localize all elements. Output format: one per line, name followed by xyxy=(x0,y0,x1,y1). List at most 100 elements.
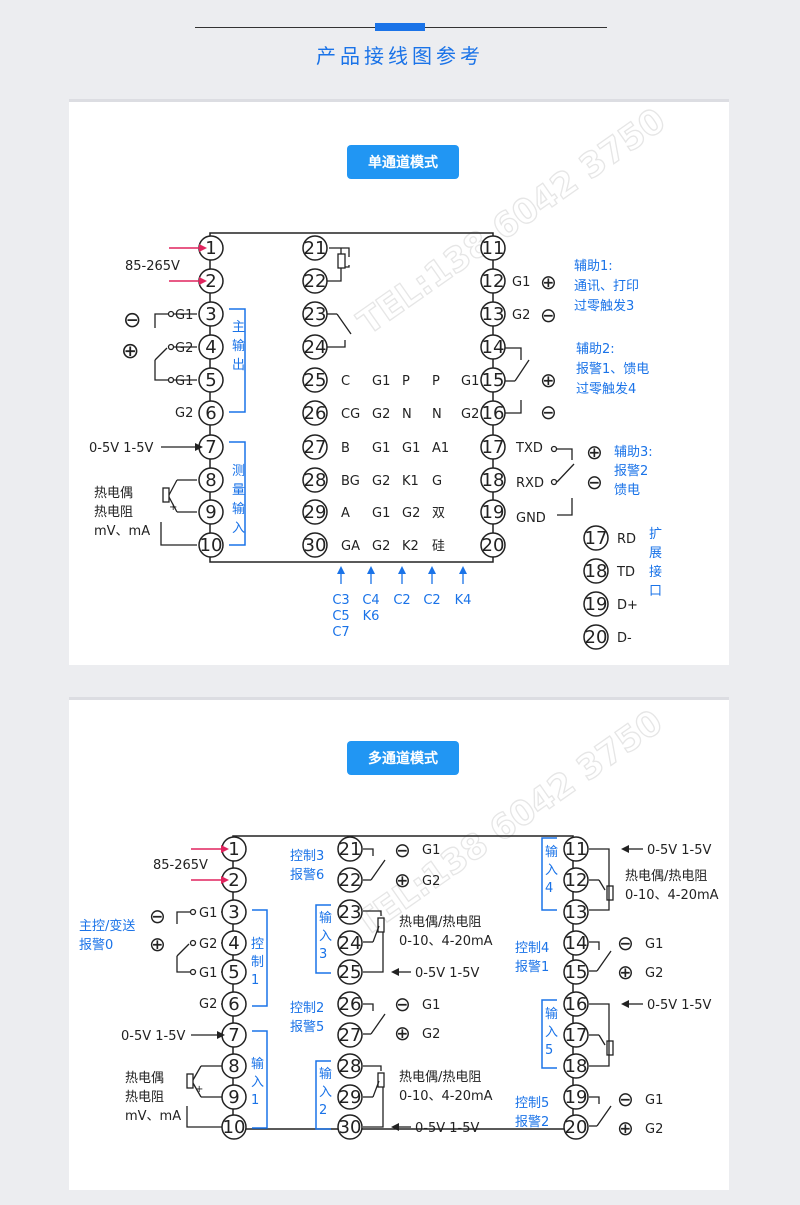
plus-symbol: ⊕ xyxy=(149,932,166,956)
pin-17: 17 xyxy=(563,1022,589,1048)
input4-ma: 0-10、4-20mA xyxy=(625,888,719,903)
input2-analog: 0-5V 1-5V xyxy=(415,1121,479,1136)
mid-label: N xyxy=(402,407,412,422)
pin-number: 14 xyxy=(565,933,588,954)
pin-number: 25 xyxy=(339,962,362,983)
main-ctrl-label: 主控/变送报警0 xyxy=(79,918,135,953)
pin-number: 16 xyxy=(565,994,588,1015)
mid-label: B xyxy=(341,441,350,456)
ctrl3-g1: G1 xyxy=(422,843,440,858)
pin-21: 21 xyxy=(302,235,328,261)
pin-number: 16 xyxy=(482,403,505,424)
aux2-label: 辅助2:报警1、馈电过零触发4 xyxy=(576,342,649,397)
aux1-plus: ⊕ xyxy=(540,270,557,294)
ctrl4-g1: G1 xyxy=(645,937,663,952)
pin-24: 24 xyxy=(337,930,363,956)
power-label: 85-265V xyxy=(153,858,208,873)
mid-label: C xyxy=(341,374,350,389)
pin-number: 19 xyxy=(482,502,505,523)
analog-input-label: 0-5V 1-5V xyxy=(89,441,153,456)
pin-number: 4 xyxy=(228,933,239,954)
pin-number: 6 xyxy=(205,403,216,424)
pin-number: 9 xyxy=(228,1087,239,1108)
pin-number: 13 xyxy=(565,902,588,923)
pin-number: 11 xyxy=(482,238,505,259)
mid-label: K2 xyxy=(402,539,419,554)
pin-12: 12 xyxy=(563,867,589,893)
pin-19: 19 xyxy=(563,1084,589,1110)
input5-wiring xyxy=(589,1003,614,1067)
pin-number: 28 xyxy=(304,470,327,491)
power-input-arrows xyxy=(191,845,229,884)
pin-13: 13 xyxy=(563,899,589,925)
pin-5: 5 xyxy=(221,959,247,985)
aux1-g2: G2 xyxy=(512,308,530,323)
pin-22: 22 xyxy=(302,268,328,294)
pin-number: 17 xyxy=(482,437,505,458)
ext-pin-label: D+ xyxy=(617,598,638,613)
pin-12: 12 xyxy=(480,268,506,294)
mid-label: 双 xyxy=(432,506,445,521)
pin-14: 14 xyxy=(563,930,589,956)
pin-26: 26 xyxy=(337,991,363,1017)
pin-number: 18 xyxy=(585,561,608,582)
pin-29: 29 xyxy=(337,1084,363,1110)
pin-6: 6 xyxy=(198,400,224,426)
pin3-g1: G1 xyxy=(199,906,217,921)
pin-number: 29 xyxy=(339,1087,362,1108)
pin-24: 24 xyxy=(302,334,328,360)
mid-label: G2 xyxy=(372,474,390,489)
pin-number: 9 xyxy=(205,502,216,523)
pin-20: 20 xyxy=(480,532,506,558)
pin-number: 15 xyxy=(565,962,588,983)
pin-number: 2 xyxy=(228,870,239,891)
pin-17: 17 xyxy=(480,434,506,460)
pin-25: 25 xyxy=(337,959,363,985)
header-accent-bar xyxy=(375,23,425,31)
ctrl5-minus: ⊖ xyxy=(617,1087,634,1111)
pin-number: 18 xyxy=(565,1056,588,1077)
ctrl4-minus: ⊖ xyxy=(617,931,634,955)
pin-number: 26 xyxy=(304,403,327,424)
mid-label: G2 xyxy=(461,407,479,422)
pin-29: 29 xyxy=(302,499,328,525)
pin-27: 27 xyxy=(337,1022,363,1048)
bottom-code: C3 xyxy=(332,593,349,608)
input2-wiring xyxy=(363,1065,385,1128)
measure-input-bracket xyxy=(229,441,246,546)
pin-number: 30 xyxy=(304,535,327,556)
pin-number: 22 xyxy=(339,870,362,891)
bottom-code: C7 xyxy=(332,625,349,640)
pin-number: 10 xyxy=(200,535,223,556)
aux3-plus: ⊕ xyxy=(586,440,603,464)
input3-sensor: 热电偶/热电阻 xyxy=(399,915,481,930)
plus-mark: + xyxy=(169,502,177,513)
ext-pin-label: RD xyxy=(617,532,636,547)
mid-label: G1 xyxy=(372,374,390,389)
input2-ma: 0-10、4-20mA xyxy=(399,1089,493,1104)
pin-number: 3 xyxy=(205,304,216,325)
pin-26: 26 xyxy=(302,400,328,426)
aux3-relay xyxy=(550,445,575,516)
pin-23: 23 xyxy=(337,899,363,925)
plus-symbol: ⊕ xyxy=(121,339,139,364)
input4-bracket xyxy=(541,837,557,911)
pin-8: 8 xyxy=(198,467,224,493)
bottom-code: K6 xyxy=(363,609,380,624)
pin-15: 15 xyxy=(563,959,589,985)
ctrl3-minus: ⊖ xyxy=(394,838,411,862)
input5-analog: 0-5V 1-5V xyxy=(647,998,711,1013)
pin-number: 19 xyxy=(565,1087,588,1108)
pin-number: 4 xyxy=(205,337,216,358)
pin-number: 30 xyxy=(339,1117,362,1138)
ctrl1-bracket xyxy=(252,909,268,1007)
pin-number: 5 xyxy=(228,962,239,983)
